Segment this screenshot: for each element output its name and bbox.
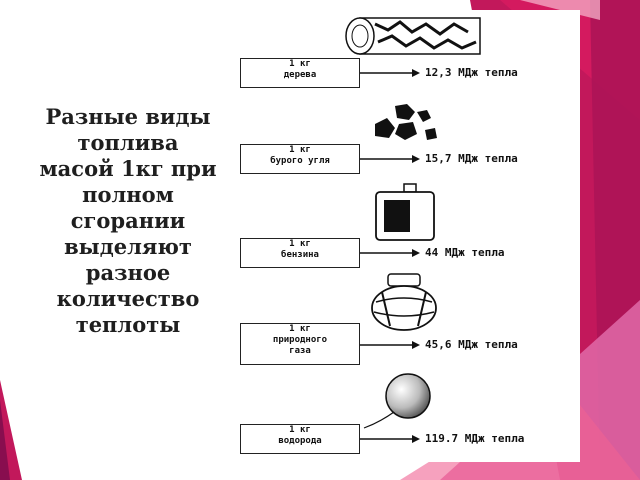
log-icon: [345, 17, 481, 55]
coal-icon: [375, 104, 437, 140]
heat-value: 45,6 МДж тепла: [425, 338, 518, 351]
fuel-name: бензина: [281, 250, 319, 260]
heat-value: 12,3 МДж тепла: [425, 66, 518, 79]
fuel-label-box: 1 кг бензина: [240, 238, 360, 268]
fuel-heat-diagram: 1 кг дерева 12,3 МДж тепла 1 кг бурого у…: [235, 10, 580, 462]
fuel-name: водорода: [278, 436, 322, 446]
fuel-name: дерева: [283, 70, 317, 80]
canister-icon: [375, 183, 435, 241]
arrow-icon: [360, 435, 420, 443]
mass-label: 1 кг: [289, 324, 311, 334]
fuel-label-box: 1 кг водорода: [240, 424, 360, 454]
gas-cylinder-icon: [371, 273, 437, 331]
fuel-label-box: 1 кг бурого угля: [240, 144, 360, 174]
fuel-name-cont: газа: [289, 346, 311, 356]
arrow-icon: [360, 69, 420, 77]
fuel-label-box: 1 кг природного газа: [240, 323, 360, 365]
balloon-icon: [363, 373, 431, 429]
arrow-icon: [360, 249, 420, 257]
heat-value: 15,7 МДж тепла: [425, 152, 518, 165]
arrow-icon: [360, 155, 420, 163]
fuel-name: бурого угля: [270, 156, 330, 166]
mass-label: 1 кг: [289, 145, 311, 155]
mass-label: 1 кг: [289, 425, 311, 435]
fuel-name: природного: [272, 335, 328, 345]
fuel-label-box: 1 кг дерева: [240, 58, 360, 88]
mass-label: 1 кг: [289, 239, 311, 249]
heat-value: 44 МДж тепла: [425, 246, 505, 259]
mass-label: 1 кг: [289, 59, 311, 69]
slide-caption: Разные виды топлива масой 1кг при полном…: [39, 104, 217, 337]
heat-value: 119.7 МДж тепла: [425, 432, 525, 445]
arrow-icon: [360, 341, 420, 349]
bottom-left-stripe: [0, 400, 10, 480]
